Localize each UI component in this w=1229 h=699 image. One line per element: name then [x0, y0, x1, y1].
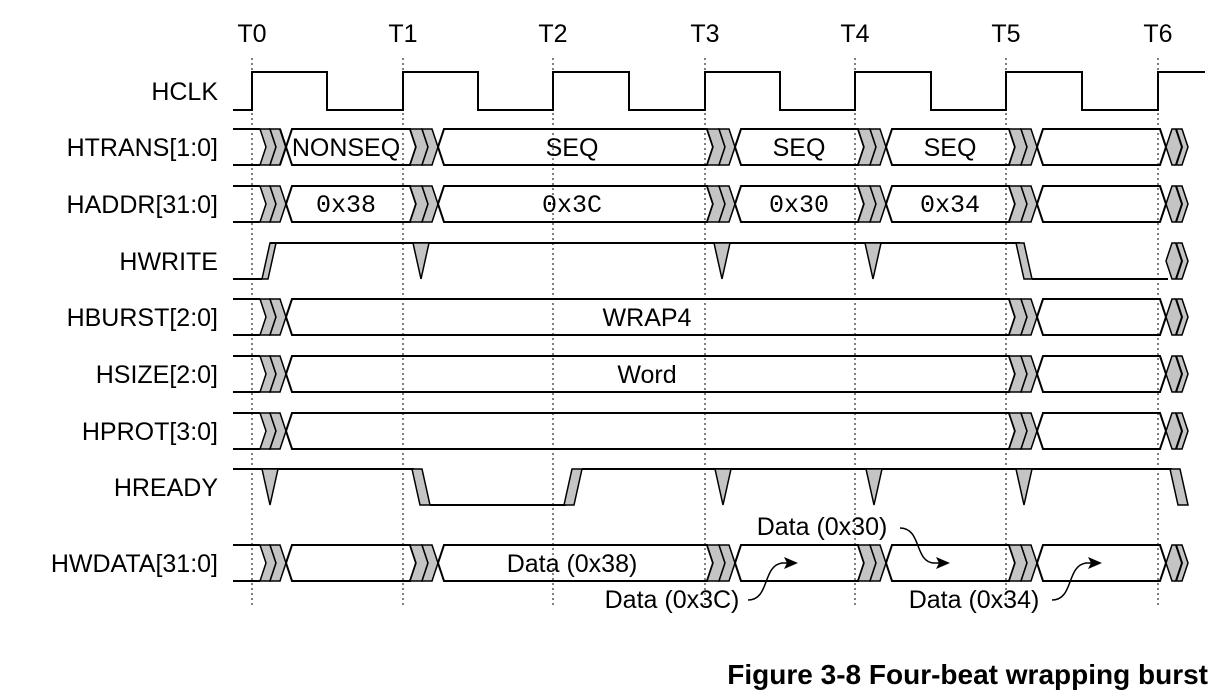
signal-labels: HCLK HTRANS[1:0] HADDR[31:0] HWRITE HBUR… — [51, 78, 218, 578]
arrowhead-data-0x3c — [784, 557, 798, 569]
htrans-waveform — [233, 128, 1189, 166]
htrans-value-seq-2: SEQ — [773, 134, 826, 162]
hsize-waveform — [233, 355, 1189, 393]
signal-label-hready: HREADY — [114, 474, 219, 502]
hready-waveform — [233, 468, 1189, 506]
signal-label-hclk: HCLK — [151, 78, 218, 106]
tick-label-t1: T1 — [388, 20, 417, 48]
haddr-value-0x3c: 0x3C — [542, 191, 602, 220]
hwrite-waveform — [233, 242, 1189, 280]
hwdata-value-data-0x38: Data (0x38) — [507, 550, 638, 578]
haddr-value-0x38: 0x38 — [316, 191, 376, 220]
signal-label-hsize: HSIZE[2:0] — [96, 361, 218, 389]
hsize-value-word: Word — [617, 361, 676, 389]
tick-label-t0: T0 — [237, 20, 266, 48]
tick-label-t4: T4 — [840, 20, 869, 48]
tick-label-t5: T5 — [991, 20, 1020, 48]
hclk-waveform — [233, 71, 1205, 111]
signal-label-hprot: HPROT[3:0] — [82, 418, 218, 446]
arrow-data-0x30 — [899, 527, 942, 564]
tick-label-t6: T6 — [1143, 20, 1172, 48]
haddr-value-0x34: 0x34 — [920, 191, 980, 220]
hburst-waveform — [233, 298, 1189, 336]
haddr-value-0x30: 0x30 — [769, 191, 829, 220]
signal-label-hwrite: HWRITE — [119, 248, 218, 276]
hwdata-waveform — [233, 544, 1189, 582]
figure-caption: Figure 3-8 Four-beat wrapping burst — [727, 659, 1208, 690]
arrowhead-data-0x34 — [1088, 557, 1102, 569]
annotation-data-0x30: Data (0x30) — [757, 513, 888, 541]
hprot-waveform — [233, 412, 1189, 450]
signal-label-htrans: HTRANS[1:0] — [67, 134, 218, 162]
htrans-value-nonseq: NONSEQ — [292, 134, 400, 162]
signal-label-hwdata: HWDATA[31:0] — [51, 550, 218, 578]
clock-guides — [251, 58, 1159, 605]
annotation-data-0x3c: Data (0x3C) — [605, 586, 740, 614]
signal-label-hburst: HBURST[2:0] — [67, 304, 218, 332]
haddr-waveform — [233, 185, 1189, 223]
tick-labels: T0 T1 T2 T3 T4 T5 T6 — [237, 20, 1172, 48]
tick-label-t2: T2 — [538, 20, 567, 48]
arrow-data-0x34 — [1051, 562, 1094, 601]
arrowhead-data-0x30 — [936, 557, 950, 569]
arrow-data-0x3c — [747, 562, 790, 601]
htrans-value-seq-1: SEQ — [546, 134, 599, 162]
hburst-value-wrap4: WRAP4 — [603, 304, 692, 332]
htrans-value-seq-3: SEQ — [924, 134, 977, 162]
signal-label-haddr: HADDR[31:0] — [67, 191, 218, 219]
annotation-data-0x34: Data (0x34) — [909, 586, 1040, 614]
tick-label-t3: T3 — [690, 20, 719, 48]
